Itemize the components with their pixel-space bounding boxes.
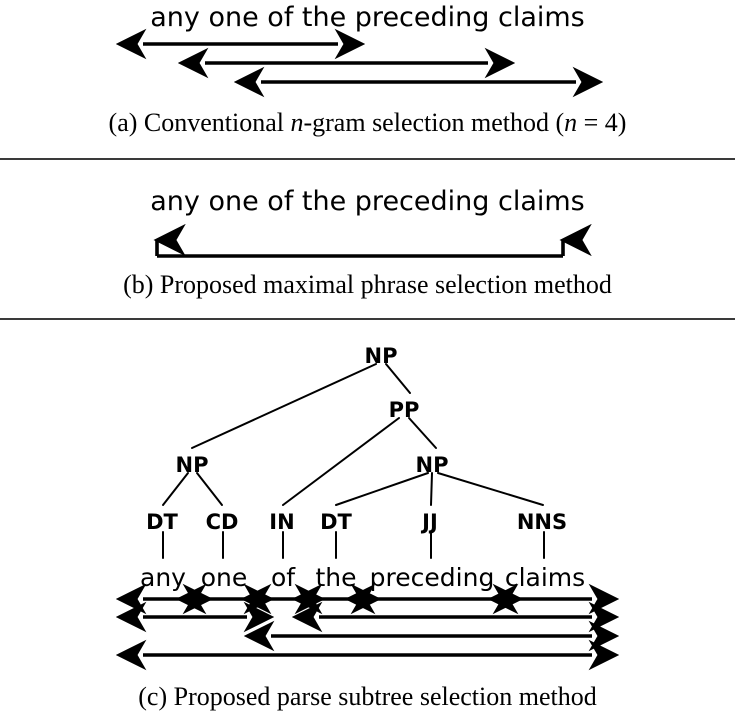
tree-edge-np-root-to-pp xyxy=(385,363,411,394)
tree-edge-np-right-to-jj xyxy=(430,472,433,506)
pos-tag-cd: CD xyxy=(205,510,239,534)
panel-c-tree-edges xyxy=(162,363,545,559)
pos-tag-nns: NNS xyxy=(516,510,568,534)
panel-a-caption-eq: = 4) xyxy=(577,108,627,137)
panel-c-arrows xyxy=(115,583,620,671)
panel-c-caption: (c) Proposed parse subtree selection met… xyxy=(138,682,597,711)
panel-b-sentence: any one of the preceding claims xyxy=(150,186,585,217)
panel-b-bracket xyxy=(153,223,592,258)
tree-edge-np-root-to-np-left xyxy=(191,363,377,449)
tree-edge-np-right-to-dt2 xyxy=(335,472,429,506)
tree-edge-pp-to-in xyxy=(282,417,400,506)
panel-a-caption-n-italic-1: n xyxy=(290,108,304,137)
pos-tag-in: IN xyxy=(269,510,295,534)
tree-node-np-right: NP xyxy=(415,453,449,477)
panel-a-sentence: any one of the preceding claims xyxy=(150,2,585,33)
tree-edge-np-left-to-cd xyxy=(196,472,223,506)
pos-tag-dt-1: DT xyxy=(146,510,178,534)
panel-b: any one of the preceding claims (b) Prop… xyxy=(0,160,735,318)
divider-a-b xyxy=(0,158,735,160)
tree-node-pp: PP xyxy=(388,398,420,422)
panel-a-arrows xyxy=(115,28,604,98)
divider-b-c xyxy=(0,318,735,320)
panel-c: NP PP NP NP DT CD IN DT JJ NNS any one o… xyxy=(0,320,735,712)
panel-a-caption: (a) Conventional n-gram selection method… xyxy=(0,108,735,138)
tree-edge-np-right-to-nns xyxy=(437,472,544,506)
tree-node-np-root: NP xyxy=(364,344,398,368)
panel-a: any one of the preceding claims (a) Conv… xyxy=(0,0,735,158)
panel-b-caption: (b) Proposed maximal phrase selection me… xyxy=(123,270,612,299)
panel-a-caption-n-italic-2: n xyxy=(564,108,578,137)
panel-a-span-group xyxy=(115,28,604,98)
panel-a-caption-prefix: (a) Conventional xyxy=(108,108,291,137)
tree-edge-pp-to-np-right xyxy=(408,417,437,449)
pos-tag-dt-2: DT xyxy=(320,510,352,534)
pos-tag-jj: JJ xyxy=(422,510,438,534)
panel-a-caption-mid: -gram selection method ( xyxy=(303,108,565,137)
tree-edge-np-left-to-dt xyxy=(162,472,189,506)
tree-node-np-left: NP xyxy=(175,453,209,477)
